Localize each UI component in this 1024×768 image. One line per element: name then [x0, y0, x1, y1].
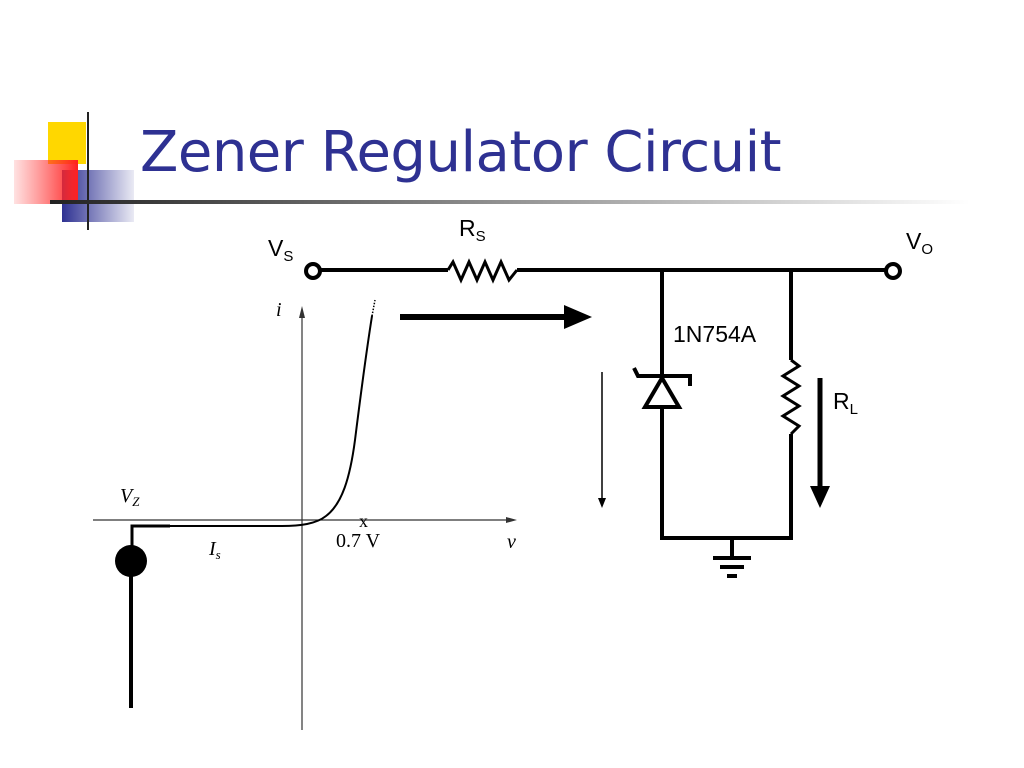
- zener-cathode-bar: [632, 367, 692, 386]
- knee-voltage-label: 0.7 V: [336, 530, 381, 552]
- diode-current-arrow-head: [598, 498, 606, 508]
- title-underline: [50, 200, 970, 204]
- vo-terminal: [884, 262, 902, 280]
- forward-curve-dotted-tip: [371, 299, 376, 317]
- logo-yellow-square: [48, 122, 86, 164]
- zener-diode-triangle: [641, 374, 683, 409]
- i-axis-arrow: [299, 306, 305, 318]
- operating-point-dot: [115, 545, 147, 577]
- i-axis-label: i: [276, 299, 282, 321]
- vs-terminal: [304, 262, 322, 280]
- rs-label: RS: [459, 215, 486, 245]
- vs-label: VS: [268, 235, 293, 265]
- knee-mark: x: [359, 511, 368, 531]
- v-axis-label: v: [507, 531, 516, 553]
- series-resistor-rs: [446, 258, 519, 284]
- rl-label: RL: [833, 388, 858, 418]
- vo-label: VO: [906, 228, 933, 258]
- vz-label: VZ: [120, 485, 140, 509]
- diode-part-label: 1N754A: [673, 321, 757, 347]
- load-current-arrow-head: [810, 486, 830, 508]
- slide-logo: [14, 112, 134, 230]
- current-arrows: [400, 305, 830, 508]
- circuit-schematic: [304, 258, 902, 578]
- iv-characteristic-plot: i v VZ Is x 0.7 V: [93, 299, 517, 730]
- load-resistor-rl: [780, 358, 802, 436]
- page-title: Zener Regulator Circuit: [140, 120, 782, 185]
- forward-curve: [167, 315, 373, 527]
- is-label: Is: [208, 538, 221, 562]
- series-current-arrow-head: [564, 305, 592, 329]
- logo-red-square: [14, 160, 78, 204]
- v-axis-arrow: [506, 517, 517, 523]
